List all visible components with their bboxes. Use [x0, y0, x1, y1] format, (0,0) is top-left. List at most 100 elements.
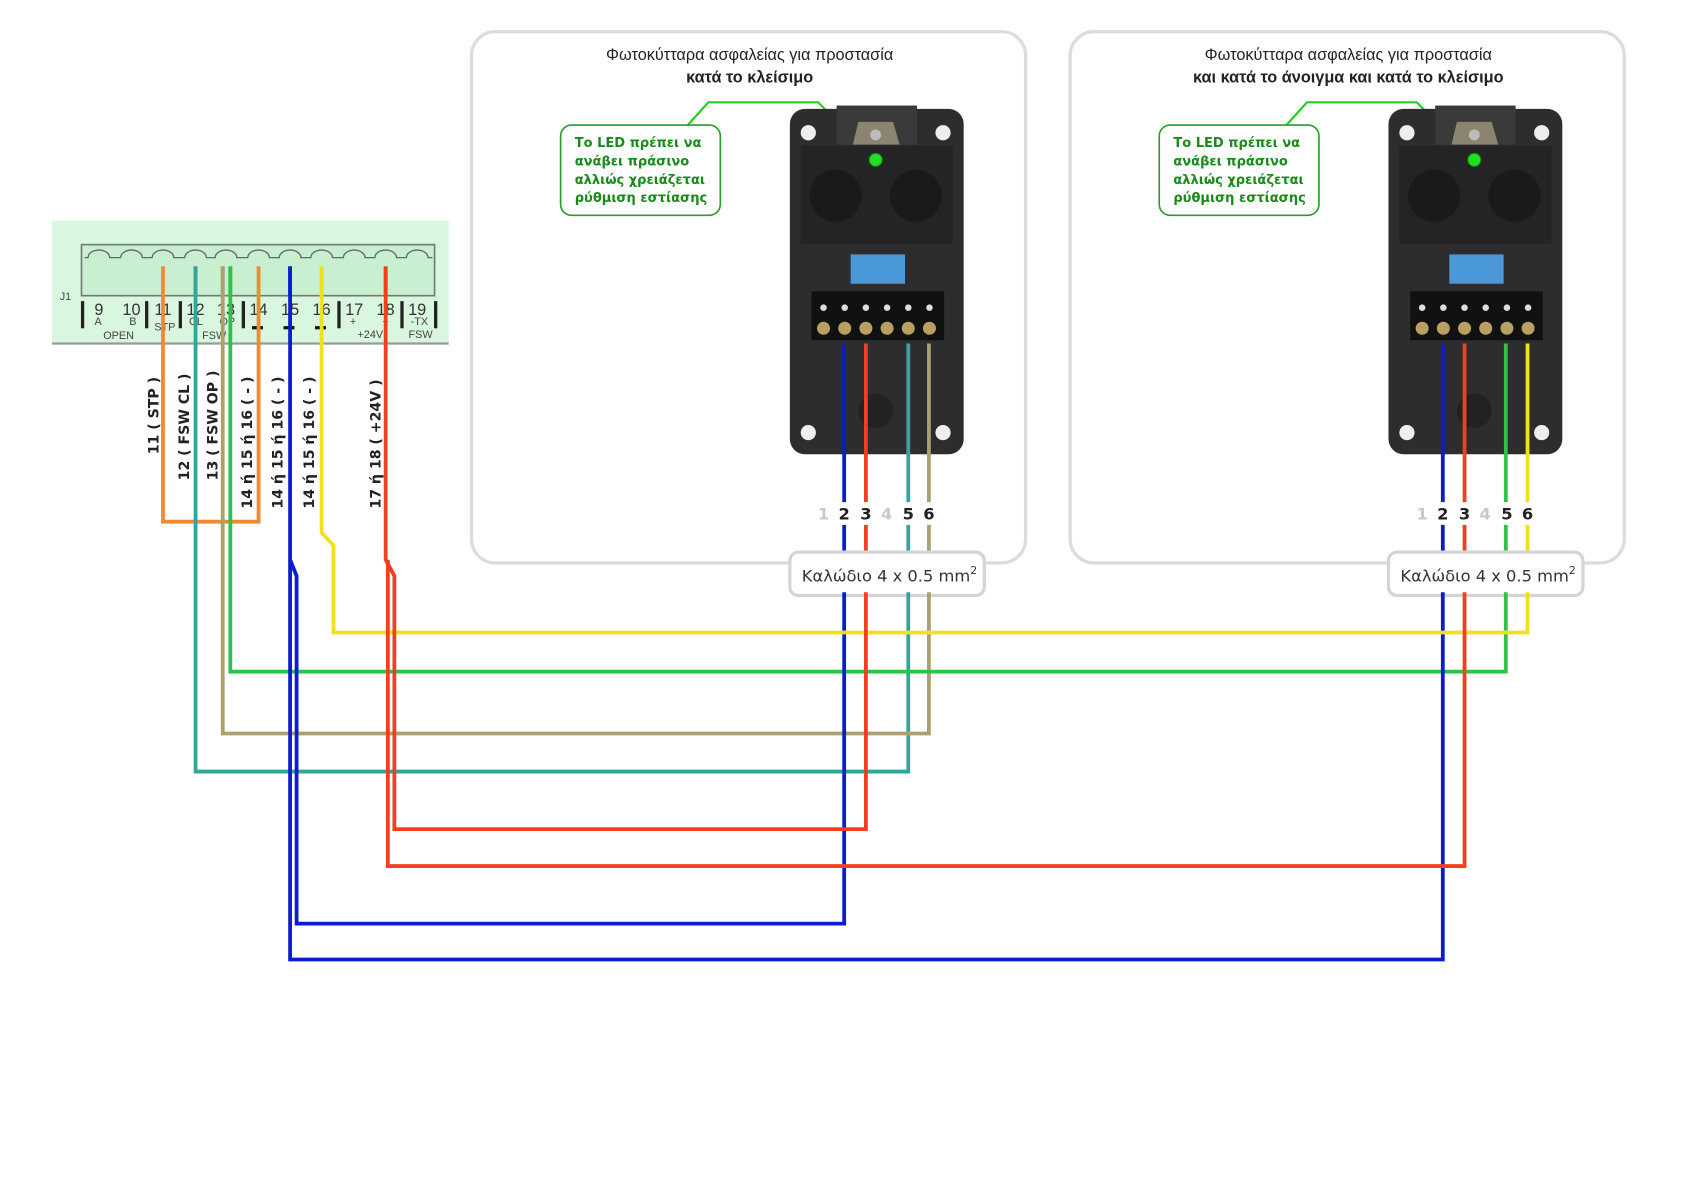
label-tx: -TX [411, 316, 429, 328]
terminal-hole [1418, 304, 1426, 311]
pin-number: 5 [1501, 504, 1512, 523]
terminal-hole [1482, 304, 1489, 311]
dip-switch [850, 254, 906, 284]
cable-label: Καλώδιο 4 x 0.5 mm2 [802, 564, 977, 586]
mount-hole [935, 125, 951, 141]
photocell-device [1388, 105, 1563, 455]
label-a: A [95, 316, 103, 328]
pin-number: 2 [839, 504, 850, 523]
terminal-screw [880, 321, 894, 335]
callout-text: αλλιώς χρειάζεται [575, 173, 705, 188]
strip-wire-stubs [161, 266, 388, 296]
screw-icon [870, 129, 882, 141]
label-plus: + [350, 316, 356, 328]
terminal-screw [1458, 321, 1472, 335]
terminal-screw [838, 321, 852, 335]
mount-hole [935, 424, 951, 441]
connector-label: J1 [60, 291, 71, 303]
pin-number: 3 [860, 504, 871, 523]
terminal-hole [1503, 304, 1511, 311]
terminal-hole [841, 304, 848, 311]
terminal-hole [1524, 304, 1532, 311]
cable-gland [1456, 393, 1492, 429]
pin-number: 4 [881, 504, 892, 523]
pin-number: 2 [1437, 504, 1448, 523]
panel-frame [1068, 30, 1626, 565]
terminal-screw [1500, 321, 1514, 335]
callout-text: ανάβει πράσινο [1173, 154, 1288, 169]
terminal-screw [859, 321, 873, 335]
terminal-screw [901, 321, 915, 335]
wire-common-yellow [319, 266, 1530, 635]
terminal-screw [922, 321, 936, 335]
wire-common-blue-1 [288, 266, 847, 926]
terminal-strip-device [811, 291, 945, 341]
terminal-screw [1479, 321, 1493, 335]
photocell-panel-2: Φωτοκύτταρα ασφαλείας για προστασία και κ… [1068, 30, 1626, 598]
wire-stp-orange [161, 266, 261, 524]
panel-title: Φωτοκύτταρα ασφαλείας για προστασία [606, 46, 893, 64]
label-open: OPEN [103, 330, 134, 342]
terminal-screws [84, 249, 433, 259]
wire-label-common: 14 ή 15 ή 16 ( - ) [240, 376, 256, 508]
terminal-hole [1440, 304, 1447, 311]
cable-label-box [788, 550, 986, 598]
lens [1488, 169, 1541, 222]
cable-label-text: Καλώδιο 4 x 0.5 mm [1400, 566, 1568, 585]
pin-number: 1 [818, 504, 829, 523]
panel-subtitle: και κατά το άνοιγμα και κατά το κλείσιμο [1193, 69, 1504, 87]
terminal-number: 19 [408, 301, 426, 319]
panel-subtitle: κατά το κλείσιμο [686, 69, 813, 87]
label-fsw-tx: FSW [409, 329, 434, 341]
terminal-screw [1415, 321, 1429, 335]
terminal-hole [883, 304, 891, 311]
callout-box [1158, 124, 1320, 217]
wire-24v-red-1 [383, 266, 868, 832]
pin-number: 5 [903, 504, 914, 523]
terminal-number: 17 [345, 301, 363, 319]
cable-label: Καλώδιο 4 x 0.5 mm2 [1400, 564, 1575, 586]
dip-switch [1449, 254, 1504, 284]
pin-number: 1 [1416, 504, 1427, 523]
terminal-hole [820, 304, 827, 311]
terminal-number: 9 [94, 301, 103, 319]
label-b: B [129, 316, 136, 328]
mount-hole [800, 125, 816, 141]
wire-24v-red-2 [385, 559, 1467, 868]
wire-label-fsw-op: 13 ( FSW OP ) [205, 370, 221, 480]
terminal-screw [1521, 321, 1535, 335]
panel-title: Φωτοκύτταρα ασφαλείας για προστασία [1205, 46, 1492, 64]
callout-text: αλλιώς χρειάζεται [1173, 173, 1303, 188]
terminal-hole [905, 304, 912, 311]
terminal-hole [1461, 304, 1468, 311]
callout-text: ρύθμιση εστίασης [575, 191, 707, 206]
pin-number: 4 [1480, 504, 1491, 523]
cable-label-sup: 2 [970, 564, 977, 577]
mount-hole [1399, 125, 1415, 141]
callout-box [559, 124, 722, 217]
wire-label-common: 14 ή 15 ή 16 ( - ) [302, 376, 318, 508]
pin-number: 3 [1459, 504, 1470, 523]
cable-gland [858, 393, 894, 429]
terminal-number: 10 [122, 301, 140, 319]
mount-hole [1399, 424, 1415, 441]
mount-hole [1534, 424, 1550, 441]
cable-label-text: Καλώδιο 4 x 0.5 mm [802, 566, 970, 585]
callout-text: Το LED πρέπει να [575, 136, 702, 151]
terminal-hole [926, 304, 933, 311]
mount-hole [800, 424, 816, 441]
wires [161, 266, 1530, 962]
wire-label-24v: 17 ή 18 ( +24V ) [368, 379, 384, 508]
mount-hole [1534, 125, 1550, 141]
wire-labels: 11 ( STP ) 12 ( FSW CL ) 13 ( FSW OP ) 1… [147, 370, 385, 508]
wire-common-blue-2 [288, 559, 1445, 962]
callout-text: Το LED πρέπει να [1173, 136, 1300, 151]
lens [1408, 169, 1461, 222]
wire-fsw-cl-teal [193, 266, 911, 774]
wire-label-common: 14 ή 15 ή 16 ( - ) [270, 376, 286, 508]
led-icon [868, 152, 883, 167]
wire-label-fsw-cl: 12 ( FSW CL ) [177, 373, 193, 480]
photocell-panel-1: Φωτοκύτταρα ασφαλείας για προστασία κατά … [469, 30, 1028, 598]
cable-label-box [1386, 550, 1585, 598]
